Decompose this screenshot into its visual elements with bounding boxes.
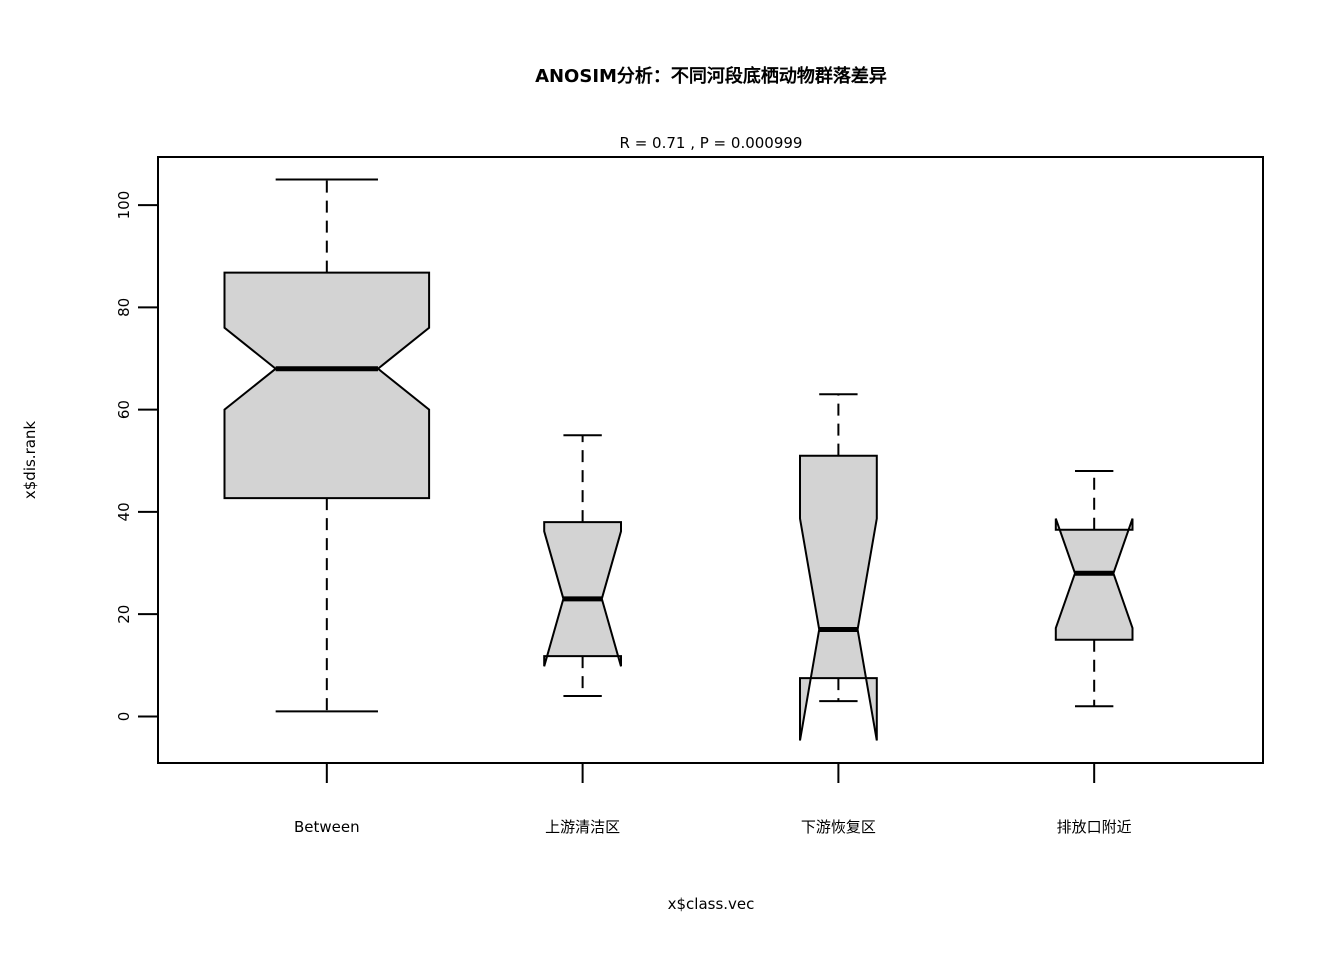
boxplot-group-2 [543, 434, 622, 698]
x-axis-category-label: 排放口附近 [1057, 818, 1132, 836]
x-axis-category-label: 上游清洁区 [545, 818, 620, 836]
boxplot-group-1 [223, 178, 431, 713]
plot-border [157, 156, 1264, 764]
box-body [799, 454, 878, 741]
box-body [223, 271, 431, 500]
box-body [1054, 518, 1134, 641]
boxplot-group-3 [799, 393, 878, 741]
x-axis-label: x$class.vec [667, 895, 755, 913]
y-axis-tick-label: 80 [115, 298, 133, 317]
chart-title: ANOSIM分析：不同河段底栖动物群落差异 [535, 66, 887, 87]
boxplot-group-4 [1054, 469, 1134, 708]
y-axis-tick-label: 60 [115, 400, 133, 419]
chart-subtitle: R = 0.71 , P = 0.000999 [619, 134, 803, 152]
x-axis-category-label: 下游恢复区 [801, 818, 876, 836]
y-axis-tick-label: 0 [115, 712, 133, 722]
y-axis-tick-label: 20 [115, 605, 133, 624]
box-body [543, 521, 622, 667]
y-axis-tick-label: 40 [115, 502, 133, 521]
x-axis-category-label: Between [294, 818, 360, 836]
y-axis-tick-label: 100 [115, 191, 133, 220]
